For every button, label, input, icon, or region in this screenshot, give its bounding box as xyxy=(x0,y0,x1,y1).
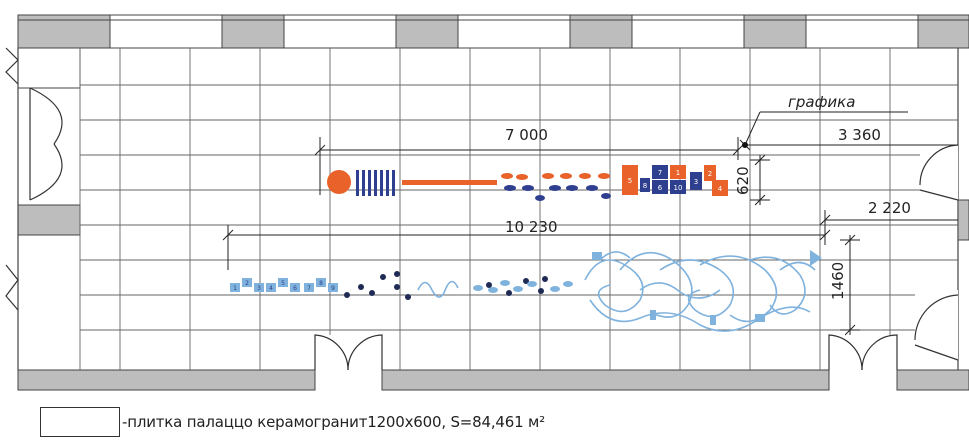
orange-stripes xyxy=(356,170,395,196)
label-620: 620 xyxy=(734,166,752,195)
hopscotch-number-blue: 2 xyxy=(245,280,249,287)
footprints-top xyxy=(501,173,611,201)
top-graphic: 5 8 7 6 1 10 3 24 xyxy=(327,165,728,201)
hopscotch-number: 2 xyxy=(708,170,712,178)
hopscotch-number-blue: 1 xyxy=(233,285,237,292)
left-door xyxy=(5,47,63,311)
hopscotch-number: 3 xyxy=(694,178,698,186)
label-3360: 3 360 xyxy=(838,126,881,144)
bottom-graphic: 1 2 3 4 5 6 7 8 9 xyxy=(230,250,822,332)
hopscotch-tile-blue xyxy=(266,283,276,292)
hopscotch-number-blue: 4 xyxy=(269,285,273,292)
hopscotch-tile xyxy=(640,178,650,192)
hopscotch-tile xyxy=(670,180,686,194)
hopscotch-number: 1 xyxy=(676,169,680,177)
hopscotch-bottom: 1 2 3 4 5 6 7 8 9 xyxy=(230,278,338,292)
dimension-labels: графика 7 000 3 360 620 10 230 2 220 146… xyxy=(505,93,911,300)
blue-footprints xyxy=(473,280,573,293)
hopscotch-number: 10 xyxy=(674,184,683,192)
label-grafika: графика xyxy=(788,93,855,111)
hopscotch-tile xyxy=(652,180,668,194)
hopscotch-number-blue: 5 xyxy=(281,280,285,287)
tile-grid xyxy=(79,48,958,370)
blue-accents xyxy=(592,250,822,325)
legend-swatch xyxy=(40,407,120,437)
dimensions xyxy=(222,111,958,336)
orange-circle xyxy=(327,170,351,194)
hopscotch-number-blue: 7 xyxy=(307,285,311,292)
label-7000: 7 000 xyxy=(505,126,548,144)
hopscotch-tile xyxy=(690,172,702,190)
hopscotch-number: 5 xyxy=(628,177,632,185)
hopscotch-tile xyxy=(652,165,668,179)
hopscotch-tile-blue xyxy=(254,283,264,292)
bottom-wall-right xyxy=(896,369,969,391)
bottom-wall-left xyxy=(17,369,316,391)
hopscotch-tile-blue xyxy=(304,283,314,292)
hopscotch-tile xyxy=(670,165,686,179)
right-door-top xyxy=(919,144,959,201)
hopscotch-tile-blue xyxy=(278,278,288,287)
blue-swirls xyxy=(417,251,816,332)
dark-dots xyxy=(344,271,548,300)
hopscotch-tile-blue xyxy=(328,283,338,292)
right-door-bottom xyxy=(914,290,959,361)
hopscotch-number: 7 xyxy=(658,169,662,177)
bottom-door-left xyxy=(314,334,383,371)
hopscotch-top: 5 8 7 6 1 10 3 24 xyxy=(622,165,728,196)
hopscotch-number-blue: 6 xyxy=(293,285,297,292)
legend-text: -плитка палаццо керамогранит1200х600, S=… xyxy=(122,413,545,431)
label-2220: 2 220 xyxy=(868,199,911,217)
bottom-wall-mid xyxy=(381,369,830,391)
legend: -плитка палаццо керамогранит1200х600, S=… xyxy=(40,406,545,438)
hopscotch-tile-blue xyxy=(290,283,300,292)
hopscotch-tile-blue xyxy=(242,278,252,287)
label-10230: 10 230 xyxy=(505,218,558,236)
left-wall-pier xyxy=(17,204,81,236)
hopscotch-number-blue: 9 xyxy=(331,285,335,292)
bottom-door-right xyxy=(828,334,898,371)
hopscotch-number-blue: 8 xyxy=(319,280,323,287)
hopscotch-tile-blue xyxy=(316,278,326,287)
hopscotch-tile xyxy=(622,165,638,195)
right-wall-pier xyxy=(957,199,969,241)
hopscotch-tile xyxy=(704,165,716,181)
label-1460: 1460 xyxy=(829,262,847,300)
hopscotch-number: 6 xyxy=(658,184,663,192)
left-wall-top xyxy=(17,47,81,89)
leader-dot xyxy=(742,142,748,148)
orange-bar xyxy=(402,180,497,185)
walls xyxy=(17,14,969,391)
hopscotch-number: 8 xyxy=(643,182,647,190)
hopscotch-number-blue: 3 xyxy=(257,285,261,292)
hopscotch-number: 4 xyxy=(718,185,723,193)
hopscotch-tile-blue xyxy=(230,283,240,292)
hopscotch-tile xyxy=(712,180,728,196)
